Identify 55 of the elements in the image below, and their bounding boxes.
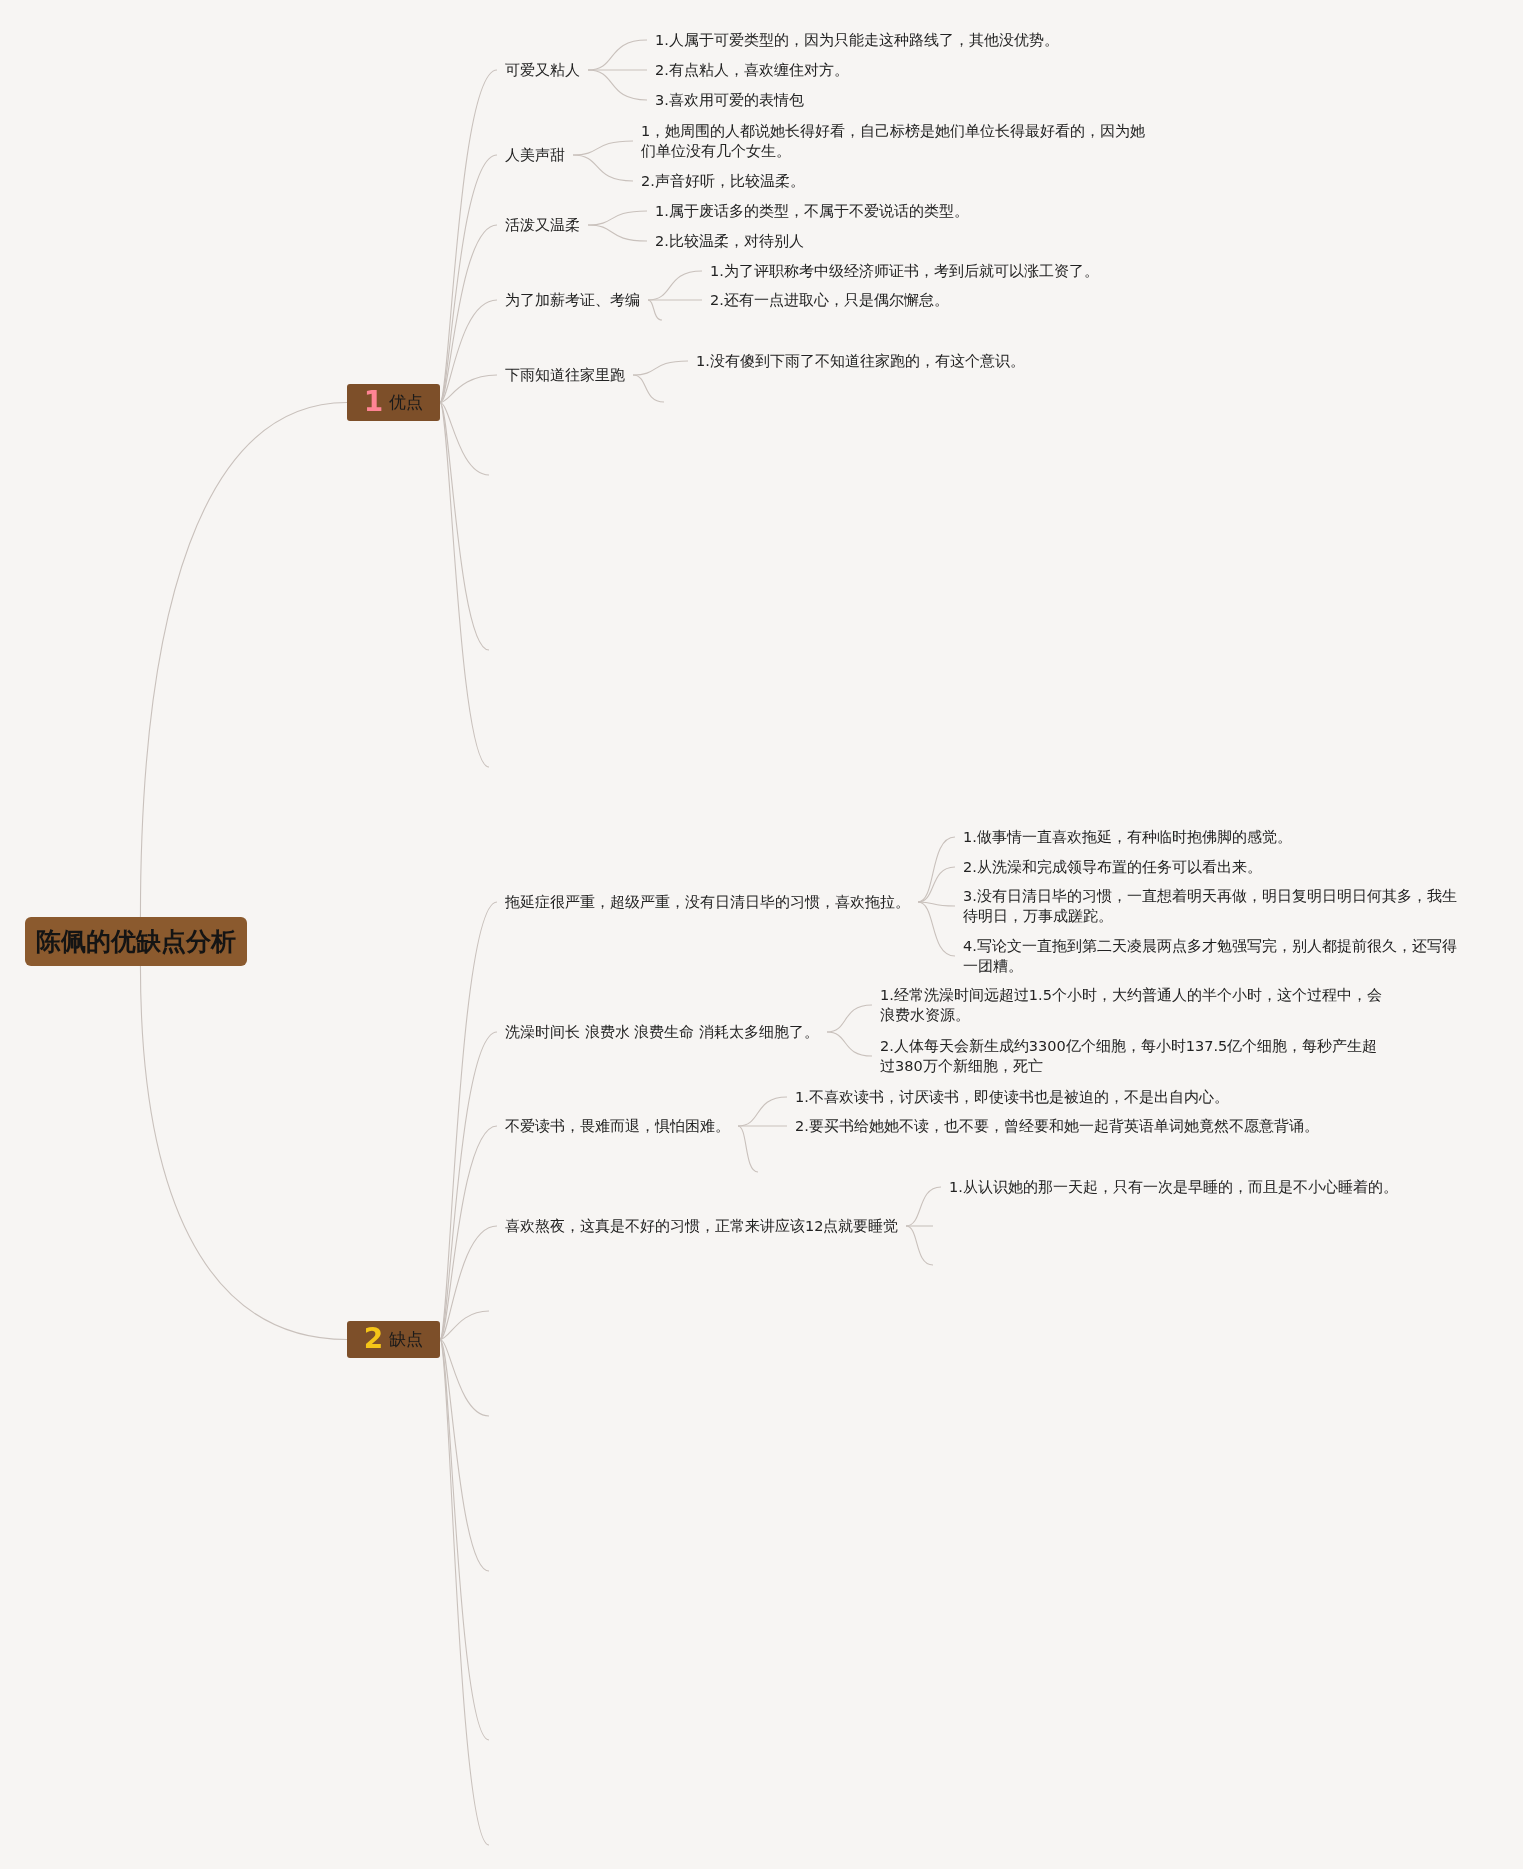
- topic-text: 人美声甜: [497, 143, 573, 167]
- topic-text: 活泼又温柔: [497, 213, 588, 237]
- subtopic-text: 1.属于废话多的类型，不属于不爱说话的类型。: [647, 199, 977, 223]
- subtopic-text: 1.做事情一直喜欢拖延，有种临时抱佛脚的感觉。: [955, 825, 1300, 849]
- subtopic-text: 2.声音好听，比较温柔。: [633, 169, 813, 193]
- topic-label: 优点: [389, 390, 424, 414]
- branch-line: [587, 224, 648, 242]
- branch-line: [439, 401, 490, 651]
- branch-line: [439, 401, 490, 476]
- subtopic-text: 2.还有一点进取心，只是偶尔懈怠。: [702, 288, 957, 312]
- branch-line: [647, 299, 663, 321]
- priority-number: 2: [363, 1324, 384, 1354]
- subtopic-text: 4.写论文一直拖到第二天凌晨两点多才勉强写完，别人都提前很久，还写得一团糟。: [955, 934, 1471, 978]
- subtopic-text: 2.人体每天会新生成约3300亿个细胞，每小时137.5亿个细胞，每秒产生超过380万个新细胞，死亡: [872, 1034, 1393, 1078]
- topic-box: [347, 383, 440, 421]
- branch-line: [439, 1338, 490, 1572]
- topic-text: 下雨知道往家里跑: [497, 363, 633, 387]
- branch-line: [737, 1125, 759, 1173]
- branch-line: [439, 1338, 490, 1417]
- topic-box: [347, 1320, 440, 1358]
- topic-text: 喜欢熬夜，这真是不好的习惯，正常来讲应该12点就要睡觉: [497, 1214, 907, 1238]
- topic-text: 不爱读书，畏难而退，惧怕困难。: [497, 1114, 738, 1138]
- root-topic-box: 陈佩的优缺点分析: [25, 916, 247, 966]
- topic-text: 可爱又粘人: [497, 58, 588, 82]
- branch-line: [826, 1031, 873, 1057]
- subtopic-text: 1.从认识她的那一天起，只有一次是早睡的，而且是不小心睡着的。: [941, 1175, 1406, 1199]
- priority-number: 1: [363, 387, 384, 417]
- subtopic-text: 1.经常洗澡时间远超过1.5个小时，大约普通人的半个小时，这个过程中，会浪费水资源。: [872, 983, 1393, 1027]
- subtopic-text: 2.比较温柔，对待别人: [647, 229, 812, 253]
- subtopic-text: 1，她周围的人都说她长得好看，自己标榜是她们单位长得最好看的，因为她们单位没有几个女生。: [633, 119, 1161, 163]
- branch-line: [439, 1310, 490, 1341]
- subtopic-text: 1.没有傻到下雨了不知道往家跑的，有这个意识。: [688, 349, 1033, 373]
- branch-line: [917, 901, 956, 957]
- branch-line: [632, 374, 665, 403]
- topic-text: 为了加薪考证、考编: [497, 288, 648, 312]
- subtopic-text: 1.不喜欢读书，讨厌读书，即使读书也是被迫的，不是出自内心。: [787, 1085, 1237, 1109]
- branch-line: [587, 69, 648, 101]
- subtopic-text: 1.人属于可爱类型的，因为只能走这种路线了，其他没优势。: [647, 28, 1067, 52]
- subtopic-text: 3.喜欢用可爱的表情包: [647, 88, 812, 112]
- branch-line: [439, 299, 498, 404]
- branch-line: [439, 1225, 498, 1341]
- branch-line: [905, 1225, 934, 1266]
- branch-line: [139, 965, 348, 1341]
- branch-line: [572, 154, 634, 182]
- topic-text: 洗澡时间长 浪费水 浪费生命 消耗太多细胞了。: [497, 1020, 827, 1044]
- subtopic-text: 2.有点粘人，喜欢缠住对方。: [647, 58, 857, 82]
- branch-line: [632, 360, 689, 376]
- branch-line: [439, 374, 498, 404]
- topic-text: 拖延症很严重，超级严重，没有日清日毕的习惯，喜欢拖拉。: [497, 890, 918, 914]
- subtopic-text: 2.要买书给她她不读，也不要，曾经要和她一起背英语单词她竟然不愿意背诵。: [787, 1114, 1327, 1138]
- topic-label: 缺点: [389, 1327, 424, 1351]
- subtopic-text: 2.从洗澡和完成领导布置的任务可以看出来。: [955, 855, 1270, 879]
- subtopic-text: 3.没有日清日毕的习惯，一直想着明天再做，明日复明日明日何其多，我生待明日，万事成蹉跎。: [955, 884, 1471, 928]
- branch-line: [139, 401, 348, 918]
- subtopic-text: 1.为了评职称考中级经济师证书，考到后就可以涨工资了。: [702, 259, 1107, 283]
